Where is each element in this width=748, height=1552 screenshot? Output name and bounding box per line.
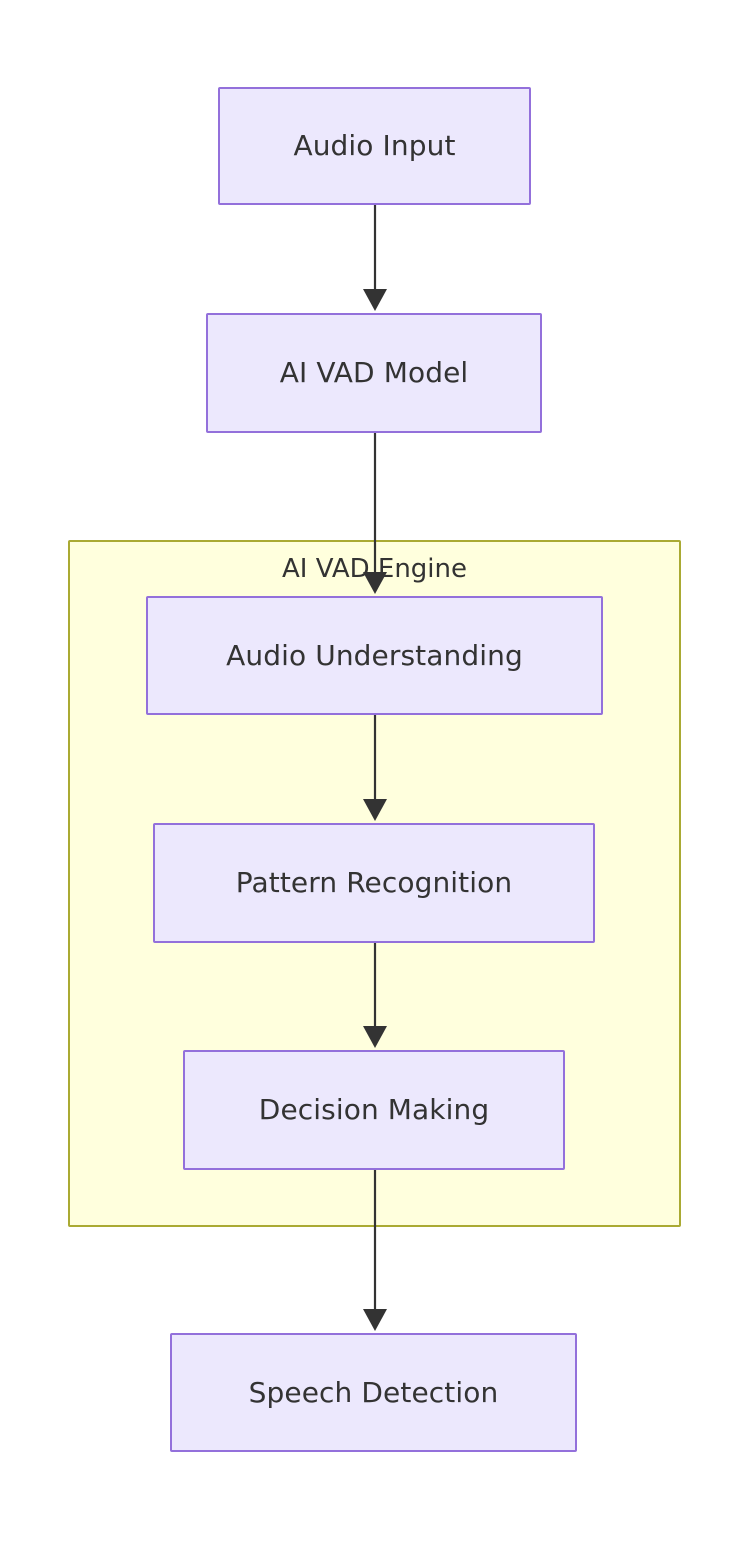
edge-decision-making-to-speech-detection-arrowhead	[363, 1309, 387, 1331]
node-label-speech-detection: Speech Detection	[248, 1375, 499, 1409]
node-label-audio-input: Audio Input	[293, 129, 456, 162]
node-pattern-recognition[interactable]: Pattern Recognition	[153, 823, 595, 943]
node-ai-vad-model[interactable]: AI VAD Model	[206, 313, 542, 433]
edge-audio-input-to-ai-vad-model-arrowhead	[363, 289, 387, 311]
node-decision-making[interactable]: Decision Making	[183, 1050, 565, 1170]
subgraph-label-ai-vad-engine: AI VAD Engine	[281, 554, 468, 584]
node-audio-understanding[interactable]: Audio Understanding	[146, 596, 603, 715]
node-label-decision-making: Decision Making	[258, 1093, 490, 1126]
node-label-audio-understanding: Audio Understanding	[226, 638, 523, 672]
node-speech-detection[interactable]: Speech Detection	[170, 1333, 577, 1452]
node-audio-input[interactable]: Audio Input	[218, 87, 531, 205]
node-label-pattern-recognition: Pattern Recognition	[235, 866, 513, 899]
node-label-ai-vad-model: AI VAD Model	[279, 356, 469, 389]
